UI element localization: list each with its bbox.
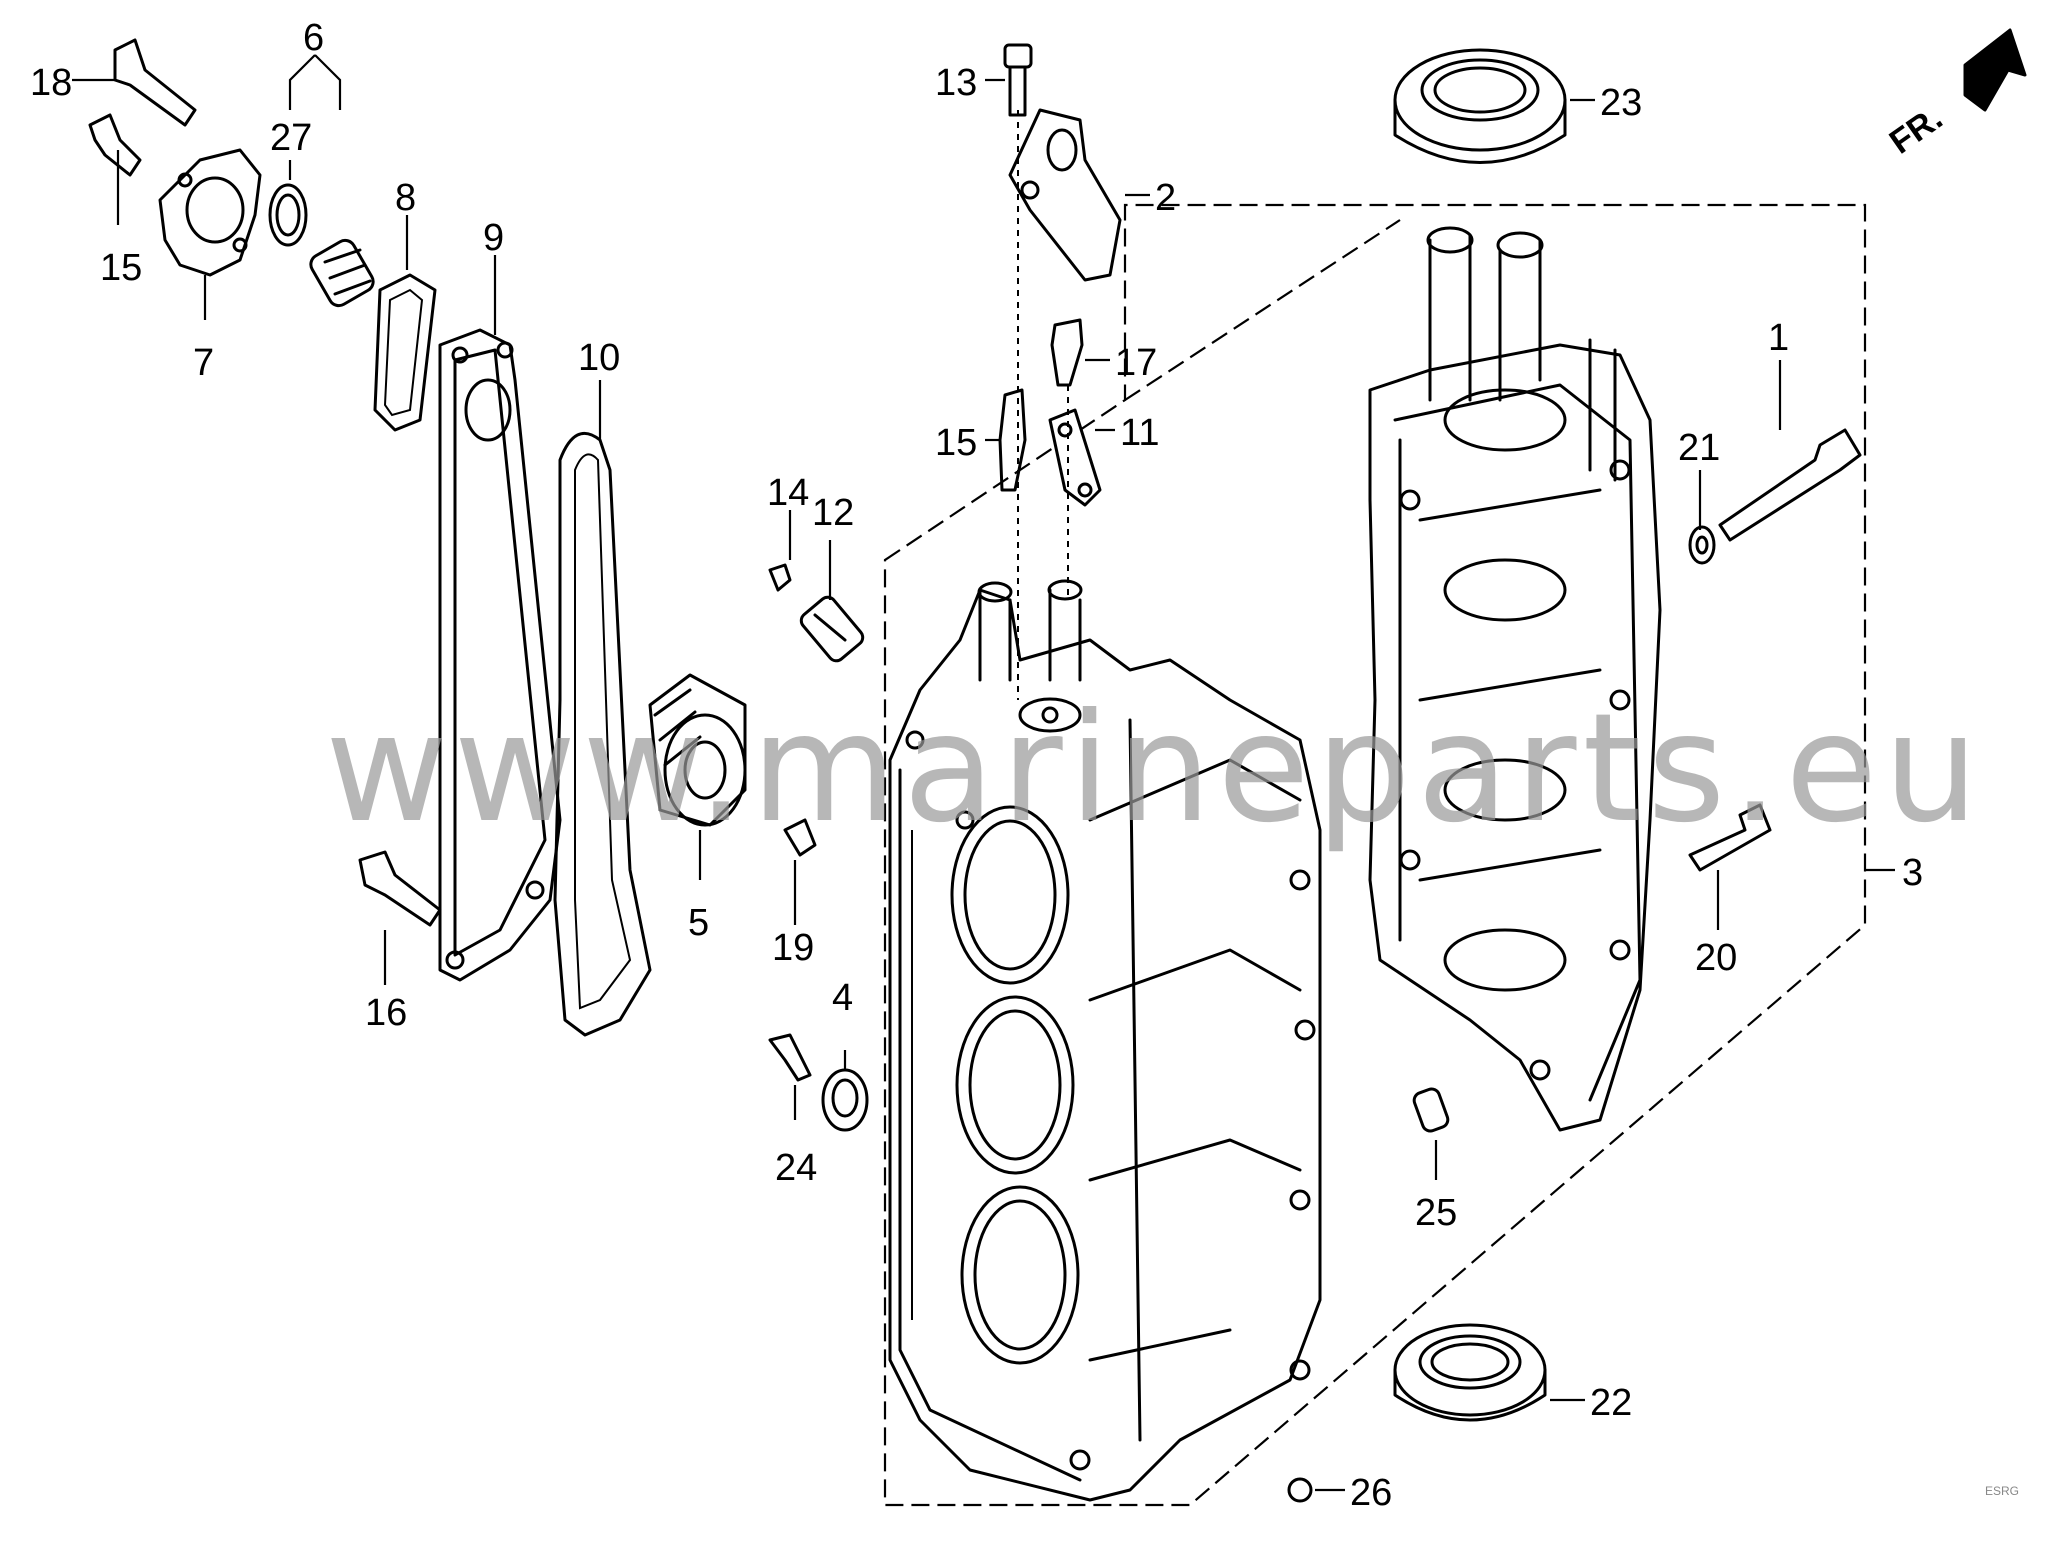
plug-26 [1287, 1477, 1313, 1503]
callout-20: 20 [1695, 937, 1737, 979]
callout-4: 4 [832, 977, 853, 1019]
callout-15-center: 15 [935, 422, 977, 464]
callout-3: 3 [1902, 852, 1923, 894]
screw-13 [1003, 43, 1033, 117]
bolt-24 [768, 1033, 812, 1082]
washer-21 [1688, 525, 1716, 565]
callout-2: 2 [1155, 177, 1176, 219]
bolt-14 [768, 563, 792, 592]
assembly-boundary-upper [1124, 219, 1401, 401]
oil-seal-top [1393, 48, 1567, 164]
callout-27: 27 [270, 117, 312, 159]
oil-pressure-switch [799, 595, 865, 663]
dowel-pin [1412, 1087, 1450, 1133]
bolt-1 [1718, 428, 1862, 542]
assembly-boundary-line [883, 203, 1867, 1507]
small-bracket [1048, 408, 1102, 507]
callout-15-left: 15 [100, 247, 142, 289]
corner-code: ESRG [1985, 1484, 2019, 1498]
callout-9: 9 [483, 217, 504, 259]
cylinder-block [888, 579, 1322, 1502]
callout-17: 17 [1115, 342, 1157, 384]
bolt-18 [113, 38, 197, 127]
stud-bolt-15-left [88, 113, 142, 177]
callout-23: 23 [1600, 82, 1642, 124]
engine-hanger-bracket [1008, 108, 1122, 282]
callout-10: 10 [578, 337, 620, 379]
oil-filter [648, 673, 747, 827]
water-jacket-cover [438, 328, 562, 982]
callout-11: 11 [1120, 412, 1159, 454]
callout-24: 24 [775, 1147, 817, 1189]
bolt-16 [358, 850, 442, 927]
callout-21: 21 [1678, 427, 1720, 469]
oil-seal-bottom [1393, 1323, 1547, 1422]
thermostat [309, 238, 375, 308]
callout-26: 26 [1350, 1472, 1392, 1514]
callout-13: 13 [935, 62, 977, 104]
callout-5: 5 [688, 902, 709, 944]
callout-22: 22 [1590, 1382, 1632, 1424]
thermostat-gasket [373, 273, 437, 432]
crankcase-half [1368, 226, 1662, 1132]
callout-19: 19 [772, 927, 814, 969]
bolt-17 [1050, 318, 1084, 387]
front-direction-arrow: FR. [1883, 28, 2027, 162]
watermark-text: www.marineparts.eu [325, 682, 1985, 856]
bolt-20 [1688, 803, 1772, 872]
thermostat-housing [158, 148, 262, 277]
rubber-mount [821, 1068, 869, 1132]
callout-25: 25 [1415, 1192, 1457, 1234]
leader-lines [72, 54, 1895, 1492]
callout-labels: 18 15 7 6 27 8 9 10 16 5 19 14 12 4 24 1… [30, 17, 1923, 1514]
callout-6: 6 [303, 17, 324, 59]
callout-7: 7 [193, 342, 214, 384]
plug-19 [783, 818, 817, 857]
direction-label: FR. [1883, 99, 1950, 162]
callout-8: 8 [395, 177, 416, 219]
callout-12: 12 [812, 492, 854, 534]
callout-14: 14 [767, 472, 809, 514]
stud-15-center [998, 388, 1027, 492]
o-ring-seal [268, 183, 308, 247]
callout-16: 16 [365, 992, 407, 1034]
callout-1: 1 [1768, 317, 1789, 359]
callout-18: 18 [30, 62, 72, 104]
